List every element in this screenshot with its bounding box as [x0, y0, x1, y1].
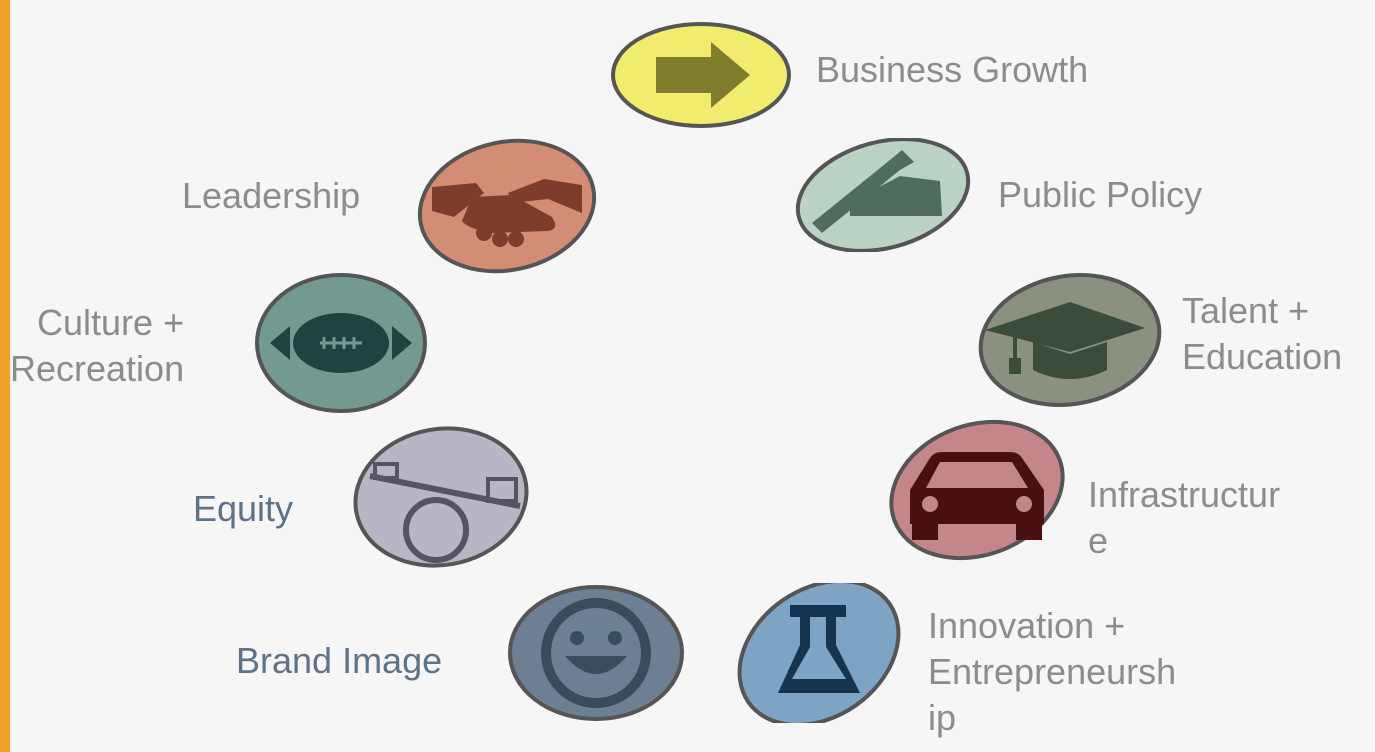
flask-icon	[737, 583, 901, 723]
node-label-public-policy: Public Policy	[998, 174, 1203, 215]
seesaw-icon	[353, 426, 529, 568]
node-label-leadership: Leadership	[182, 175, 361, 216]
arrow-right-icon	[611, 22, 791, 128]
handshake-icon	[417, 138, 597, 274]
smiley-face-icon	[508, 585, 684, 721]
node-label-equity: Equity	[193, 488, 294, 529]
node-label-infrastructure: Infrastructur e	[1088, 474, 1281, 561]
node-label-talent-education: Talent + Education	[1182, 290, 1343, 377]
pen-writing-icon	[795, 138, 971, 252]
accent-bar	[0, 0, 10, 752]
graduation-cap-icon	[978, 273, 1162, 407]
car-icon	[889, 419, 1065, 561]
node-label-culture-recreation: Culture + Recreation	[10, 302, 185, 389]
football-icon	[255, 273, 427, 413]
node-label-brand-image: Brand Image	[236, 640, 443, 681]
node-label-innovation-entrepreneurship: Innovation + Entrepreneursh ip	[928, 605, 1177, 738]
node-label-business-growth: Business Growth	[816, 49, 1089, 90]
